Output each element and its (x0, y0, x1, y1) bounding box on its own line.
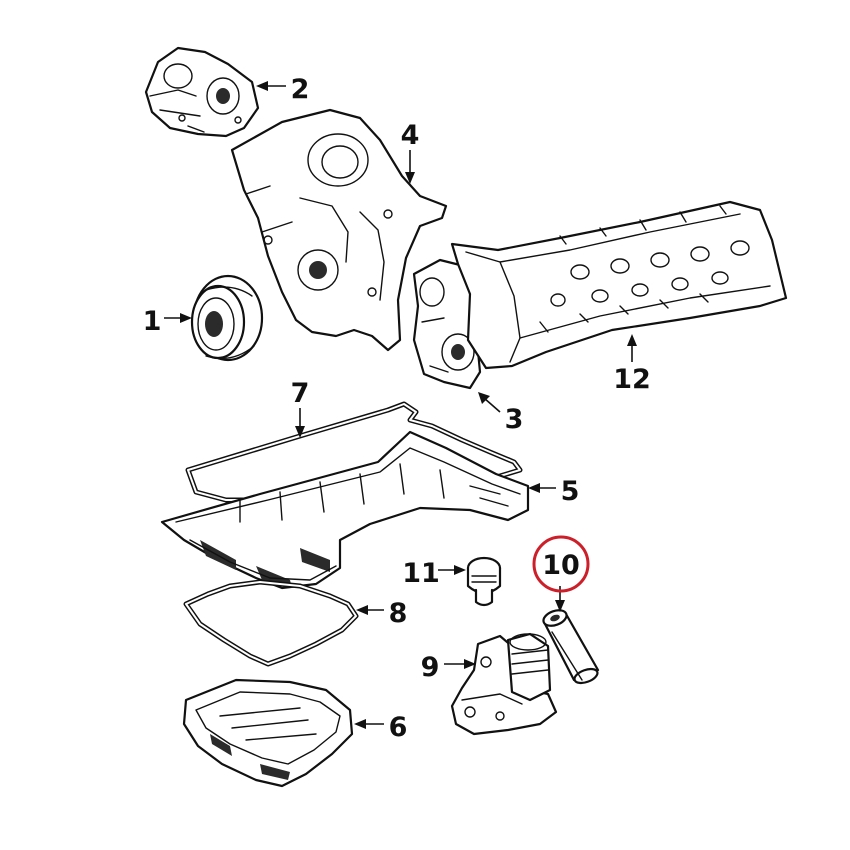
leader-lines (164, 81, 637, 729)
callout-10: 10 (542, 550, 580, 581)
callout-1: 1 (143, 306, 162, 337)
callout-5: 5 (561, 476, 580, 507)
part-8-lower-pan-gasket (183, 579, 359, 667)
callout-12: 12 (613, 364, 651, 395)
callout-9: 9 (421, 652, 440, 683)
part-10-oil-filter (542, 609, 600, 685)
callout-8: 8 (389, 598, 408, 629)
callout-6: 6 (389, 712, 408, 743)
part-9-filter-housing (450, 632, 558, 736)
part-4-timing-cover (230, 108, 448, 352)
callout-4: 4 (401, 120, 420, 151)
callout-10-highlight-circle (532, 535, 590, 593)
part-3-timing-plate (412, 258, 482, 390)
part-6-lower-oil-pan (182, 678, 354, 788)
part-2-bracket (144, 46, 260, 138)
part-12-valve-cover (450, 200, 788, 370)
part-11-drain-plug (466, 556, 502, 607)
part-1-pulley (190, 274, 264, 362)
callout-2: 2 (291, 74, 310, 105)
part-5-upper-oil-pan (160, 430, 530, 590)
callout-3: 3 (505, 404, 524, 435)
callout-7: 7 (291, 378, 310, 409)
callout-11: 11 (402, 558, 440, 589)
callout-labels: 1 2 3 4 5 6 7 8 9 10 11 12 (143, 74, 651, 743)
